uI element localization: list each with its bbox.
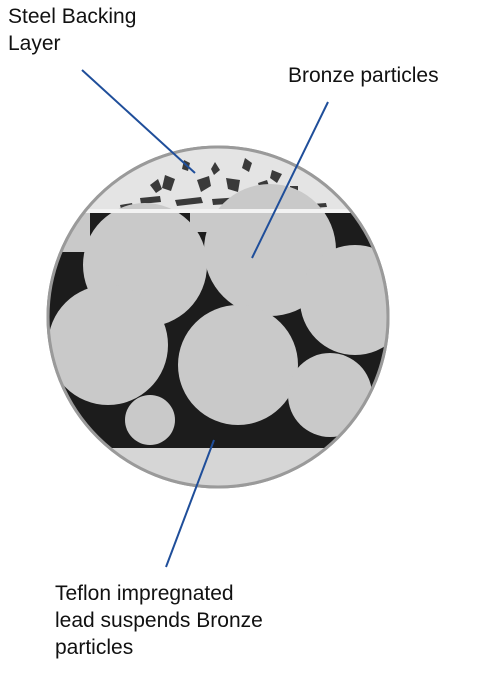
teflon-lead-label: Teflon impregnated lead suspends Bronze … <box>55 580 263 661</box>
steel-backing-layer-label: Steel Backing Layer <box>8 3 136 57</box>
bronze-particles-label: Bronze particles <box>288 62 439 89</box>
steel-leader-line <box>82 70 195 173</box>
